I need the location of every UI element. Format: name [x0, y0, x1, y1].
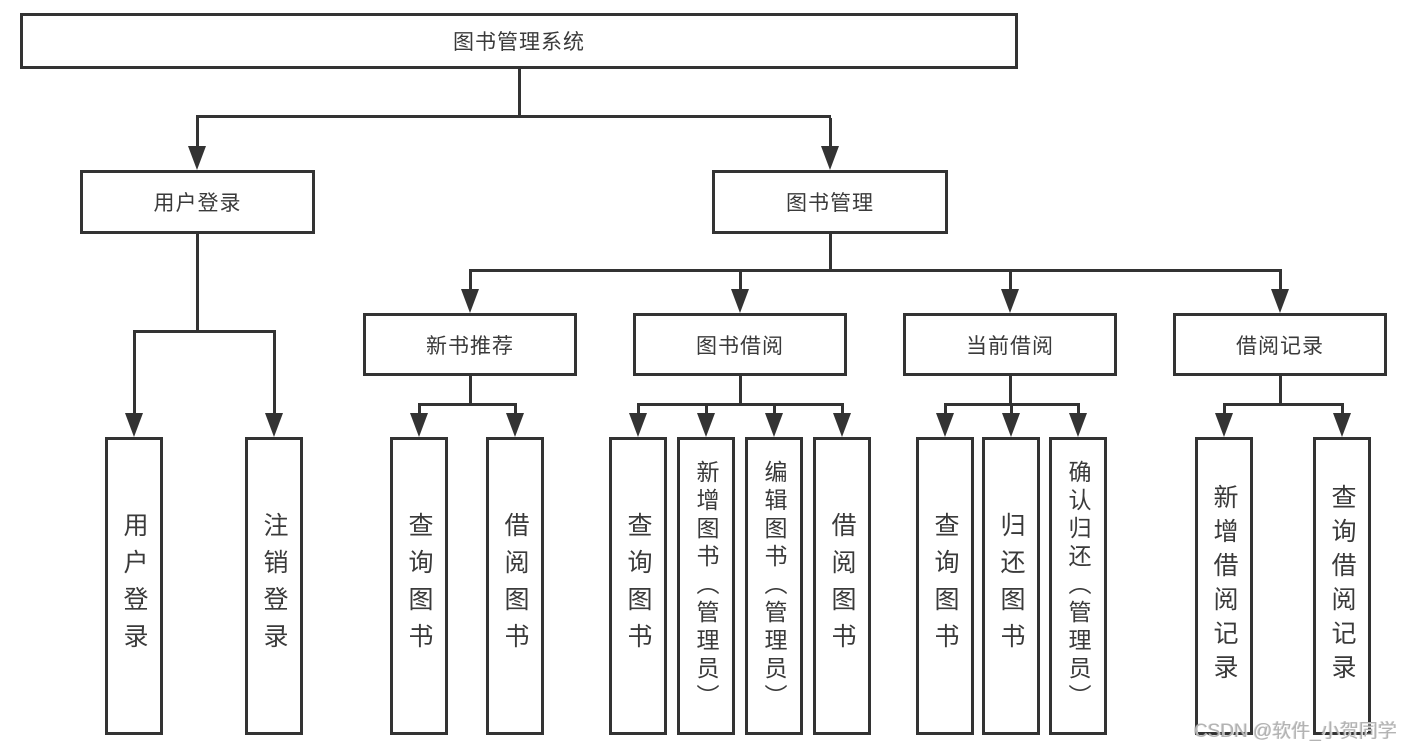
node-borrowing-records: 借阅记录: [1173, 313, 1387, 376]
arrowhead-down: [1271, 289, 1289, 313]
connector-vline: [1279, 376, 1282, 406]
connector-vline: [739, 376, 742, 406]
node-label: 新增图书（管理员）: [693, 460, 719, 712]
connector-vline: [514, 406, 517, 416]
arrowhead-down: [410, 413, 428, 437]
leaf-user-login: 用户登录: [105, 437, 163, 735]
arrowhead-down: [1001, 289, 1019, 313]
arrowhead-down: [188, 146, 206, 170]
leaf-confirm-return-admin: 确认归还（管理员）: [1049, 437, 1107, 735]
connector-vline: [196, 234, 199, 333]
leaf-query-books-borrowing: 查询图书: [609, 437, 667, 735]
connector-vline: [469, 376, 472, 406]
arrowhead-down: [697, 413, 715, 437]
connector-vline: [705, 406, 708, 416]
node-label: 编辑图书（管理员）: [761, 460, 787, 712]
node-label: 图书管理系统: [453, 31, 585, 54]
arrowhead-down: [936, 413, 954, 437]
connector-vline: [133, 333, 136, 415]
connector-hline: [469, 269, 1282, 272]
arrowhead-down: [833, 413, 851, 437]
node-label: 新增借阅记录: [1210, 484, 1238, 688]
leaf-borrow-books-borrowing: 借阅图书: [813, 437, 871, 735]
connector-hline: [1223, 403, 1344, 406]
node-label: 借阅图书: [501, 512, 529, 660]
connector-hline: [133, 330, 276, 333]
leaf-query-books-recommend: 查询图书: [390, 437, 448, 735]
leaf-query-borrow-record: 查询借阅记录: [1313, 437, 1371, 735]
node-book-borrowing: 图书借阅: [633, 313, 847, 376]
node-label: 查询借阅记录: [1328, 484, 1356, 688]
connector-vline: [273, 333, 276, 415]
connector-vline: [829, 118, 832, 148]
node-label: 用户登录: [153, 192, 242, 215]
connector-vline: [1010, 406, 1013, 416]
arrowhead-down: [1069, 413, 1087, 437]
node-label: 借阅记录: [1236, 334, 1324, 358]
csdn-watermark: CSDN @软件_小贺同学: [1194, 721, 1397, 742]
node-label: 当前借阅: [966, 334, 1054, 358]
connector-vline: [418, 406, 421, 416]
arrowhead-down: [1333, 413, 1351, 437]
node-new-book-recommendation: 新书推荐: [363, 313, 577, 376]
arrowhead-down: [765, 413, 783, 437]
leaf-add-borrow-record: 新增借阅记录: [1195, 437, 1253, 735]
connector-vline: [1009, 272, 1012, 292]
node-label: 借阅图书: [828, 512, 856, 660]
arrowhead-down: [821, 146, 839, 170]
connector-hline: [196, 115, 831, 118]
connector-vline: [944, 406, 947, 416]
node-label: 归还图书: [997, 512, 1025, 660]
node-label: 查询图书: [931, 512, 959, 660]
connector-hline: [418, 403, 517, 406]
node-label: 图书管理: [786, 192, 874, 215]
leaf-query-books-current: 查询图书: [916, 437, 974, 735]
arrowhead-down: [506, 413, 524, 437]
arrowhead-down: [125, 413, 143, 437]
connector-vline: [829, 234, 832, 272]
arrowhead-down: [1215, 413, 1233, 437]
arrowhead-down: [461, 289, 479, 313]
node-label: 注销登录: [260, 512, 288, 660]
arrowhead-down: [1002, 413, 1020, 437]
node-current-borrowing: 当前借阅: [903, 313, 1117, 376]
leaf-borrow-books-recommend: 借阅图书: [486, 437, 544, 735]
connector-vline: [1341, 406, 1344, 416]
leaf-logout: 注销登录: [245, 437, 303, 735]
node-label: 新书推荐: [426, 334, 514, 358]
connector-vline: [841, 406, 844, 416]
node-label: 确认归还（管理员）: [1065, 460, 1091, 712]
connector-vline: [469, 272, 472, 292]
node-library-management-system: 图书管理系统: [20, 13, 1018, 69]
connector-vline: [1009, 376, 1012, 406]
node-label: 查询图书: [624, 512, 652, 660]
connector-vline: [739, 272, 742, 292]
leaf-add-book-admin: 新增图书（管理员）: [677, 437, 735, 735]
connector-vline: [637, 406, 640, 416]
connector-vline: [1077, 406, 1080, 416]
connector-hline: [944, 403, 1080, 406]
node-book-management: 图书管理: [712, 170, 948, 234]
arrowhead-down: [731, 289, 749, 313]
node-label: 查询图书: [405, 512, 433, 660]
arrowhead-down: [265, 413, 283, 437]
connector-vline: [518, 69, 521, 118]
node-user-login: 用户登录: [80, 170, 315, 234]
leaf-return-book: 归还图书: [982, 437, 1040, 735]
node-label: 用户登录: [120, 512, 148, 660]
connector-vline: [196, 118, 199, 148]
connector-vline: [773, 406, 776, 416]
node-label: 图书借阅: [696, 334, 784, 358]
connector-hline: [637, 403, 844, 406]
connector-vline: [1223, 406, 1226, 416]
connector-vline: [1279, 272, 1282, 292]
leaf-edit-book-admin: 编辑图书（管理员）: [745, 437, 803, 735]
arrowhead-down: [629, 413, 647, 437]
